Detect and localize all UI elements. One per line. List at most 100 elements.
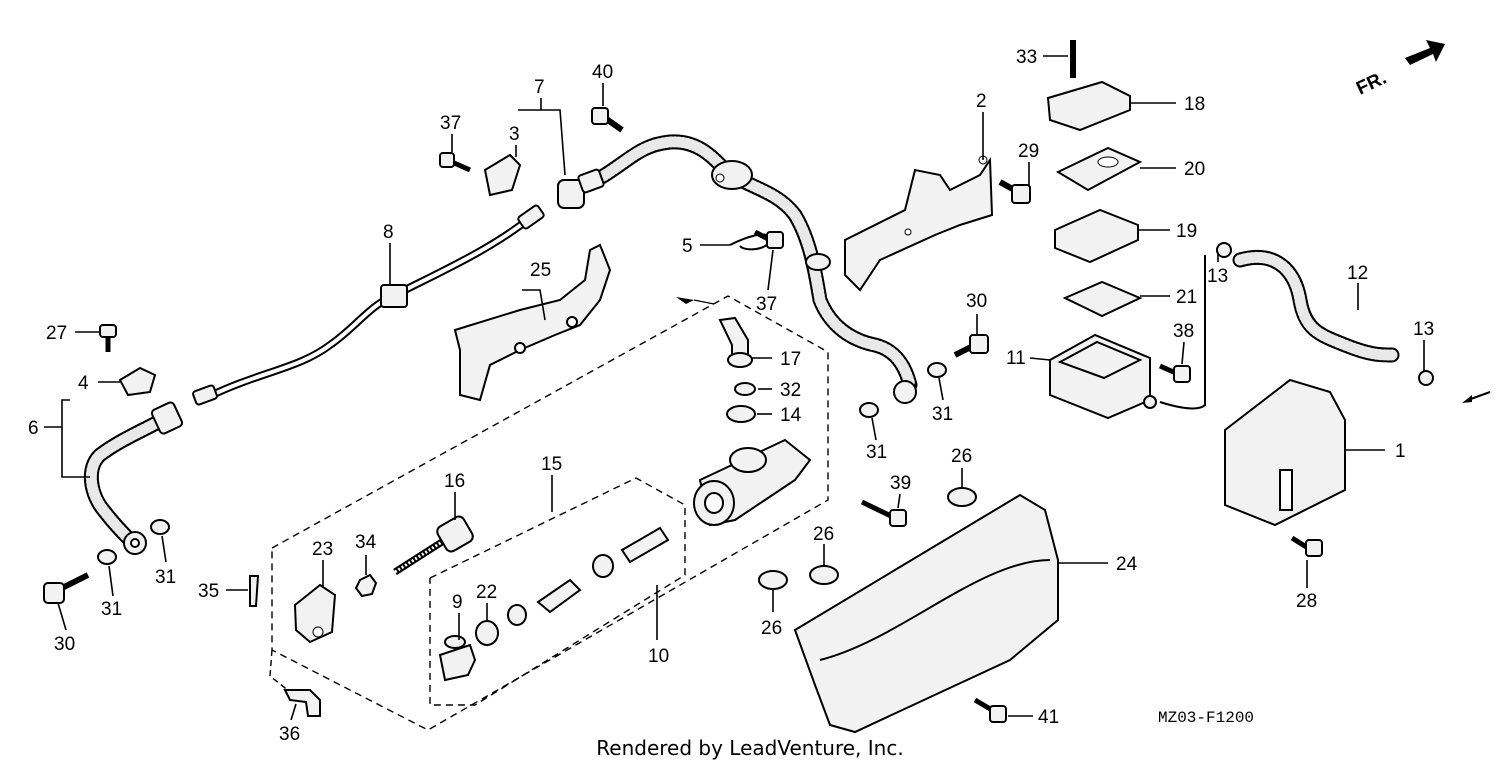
bolt-30-upper <box>953 334 989 358</box>
hose-joint-17 <box>718 316 753 368</box>
diaphragm-19 <box>1054 208 1139 264</box>
grommet-26-middle <box>809 565 839 585</box>
callout-22: 22 <box>476 582 497 603</box>
callout-31-left: 31 <box>101 599 122 620</box>
callout-13-lower: 13 <box>1413 319 1434 340</box>
plate-20 <box>1055 146 1143 192</box>
cup-piece <box>507 604 527 626</box>
callout-18: 18 <box>1184 94 1205 115</box>
cotter-pin-35 <box>249 575 260 607</box>
credit-line: Rendered by LeadVenture, Inc. <box>596 736 904 760</box>
callout-26-middle: 26 <box>813 524 834 545</box>
front-direction-label: FR. <box>1353 68 1390 100</box>
boot-9 <box>438 635 477 682</box>
callout-37-middle: 37 <box>756 294 777 315</box>
callout-25: 25 <box>530 260 551 281</box>
callout-37-top: 37 <box>440 113 461 134</box>
callout-31-mid: 31 <box>155 567 176 588</box>
spring <box>620 526 670 564</box>
brake-line-pipe <box>192 204 545 406</box>
callout-24: 24 <box>1116 554 1138 575</box>
bracket-2 <box>844 155 994 292</box>
reservoir-cap-18 <box>1046 80 1131 132</box>
callout-29: 29 <box>1018 141 1039 162</box>
reservoir-11 <box>1049 333 1157 420</box>
callout-40: 40 <box>592 62 613 83</box>
push-rod-16 <box>393 515 474 575</box>
piston-spring-piece <box>536 578 582 614</box>
callout-39: 39 <box>890 473 911 494</box>
callout-21: 21 <box>1176 287 1197 308</box>
callout-38: 38 <box>1173 321 1194 342</box>
callout-34: 34 <box>355 532 377 553</box>
clevis-23 <box>293 583 337 644</box>
callout-7: 7 <box>534 77 545 98</box>
callout-5: 5 <box>682 236 693 257</box>
callout-2: 2 <box>976 91 987 112</box>
drawing-code: MZ03-F1200 <box>1158 709 1254 727</box>
callout-12: 12 <box>1347 263 1368 284</box>
callout-9: 9 <box>452 592 463 613</box>
grommet-26-top <box>947 487 977 507</box>
washer-31-right <box>927 362 947 378</box>
callout-26-top: 26 <box>951 446 972 467</box>
clip-36 <box>283 689 321 717</box>
ring-22 <box>475 620 499 646</box>
callout-19: 19 <box>1176 221 1197 242</box>
washer-31-left <box>97 549 117 565</box>
clamp-13-lower <box>1418 370 1434 386</box>
master-cylinder-body <box>693 438 812 527</box>
bolt-30-lower <box>43 572 90 604</box>
callout-6: 6 <box>28 418 39 439</box>
callout-31-center: 31 <box>866 442 887 463</box>
washer-31-center <box>859 402 879 418</box>
washer-31-mid <box>150 519 170 535</box>
callout-31-right: 31 <box>932 404 953 425</box>
callout-4: 4 <box>78 373 89 394</box>
callout-32: 32 <box>780 380 801 401</box>
callout-11: 11 <box>1006 348 1026 369</box>
bolt-28 <box>1290 535 1323 557</box>
reservoir-line <box>1159 255 1206 410</box>
bolt-29 <box>998 179 1031 204</box>
washer-14 <box>726 405 756 423</box>
brake-hose-upper <box>557 134 918 404</box>
callout-13-upper: 13 <box>1207 266 1228 287</box>
callout-14: 14 <box>780 405 802 426</box>
side-cover-1 <box>1224 378 1346 527</box>
float-21 <box>1062 280 1143 318</box>
callout-30-lower: 30 <box>54 634 75 655</box>
reservoir-hose-12 <box>1232 249 1400 363</box>
callout-36: 36 <box>279 724 300 745</box>
clip-3 <box>483 153 522 197</box>
callout-23: 23 <box>312 539 333 560</box>
callout-15: 15 <box>541 454 562 475</box>
brake-hose-lower <box>83 401 184 555</box>
callout-20: 20 <box>1184 159 1205 180</box>
bracket-25 <box>453 243 612 402</box>
callout-8: 8 <box>383 222 394 243</box>
cover-24 <box>793 493 1059 734</box>
callout-33: 33 <box>1016 47 1037 68</box>
callout-10: 10 <box>648 646 669 667</box>
callout-1: 1 <box>1395 441 1406 462</box>
o-ring-32 <box>734 382 756 396</box>
front-direction-marker: FR. <box>1353 40 1445 100</box>
callout-17: 17 <box>780 349 801 370</box>
bolt-41 <box>973 697 1007 723</box>
clamp-13-upper <box>1216 242 1232 258</box>
callout-labels: 1 2 3 4 5 6 7 8 9 10 11 12 13 13 14 15 1… <box>28 47 1434 745</box>
nut-34 <box>354 573 378 598</box>
callout-28: 28 <box>1296 591 1317 612</box>
clip-4 <box>118 366 157 397</box>
callout-3: 3 <box>509 124 520 145</box>
leader-lines <box>44 55 1425 721</box>
callout-26-bottom: 26 <box>761 618 782 639</box>
bolt-27 <box>99 324 117 352</box>
callout-16: 16 <box>444 471 465 492</box>
primary-cup <box>592 554 614 578</box>
bolt-37-middle <box>753 229 784 249</box>
bolt-39 <box>860 499 907 527</box>
bolt-40 <box>591 107 624 133</box>
